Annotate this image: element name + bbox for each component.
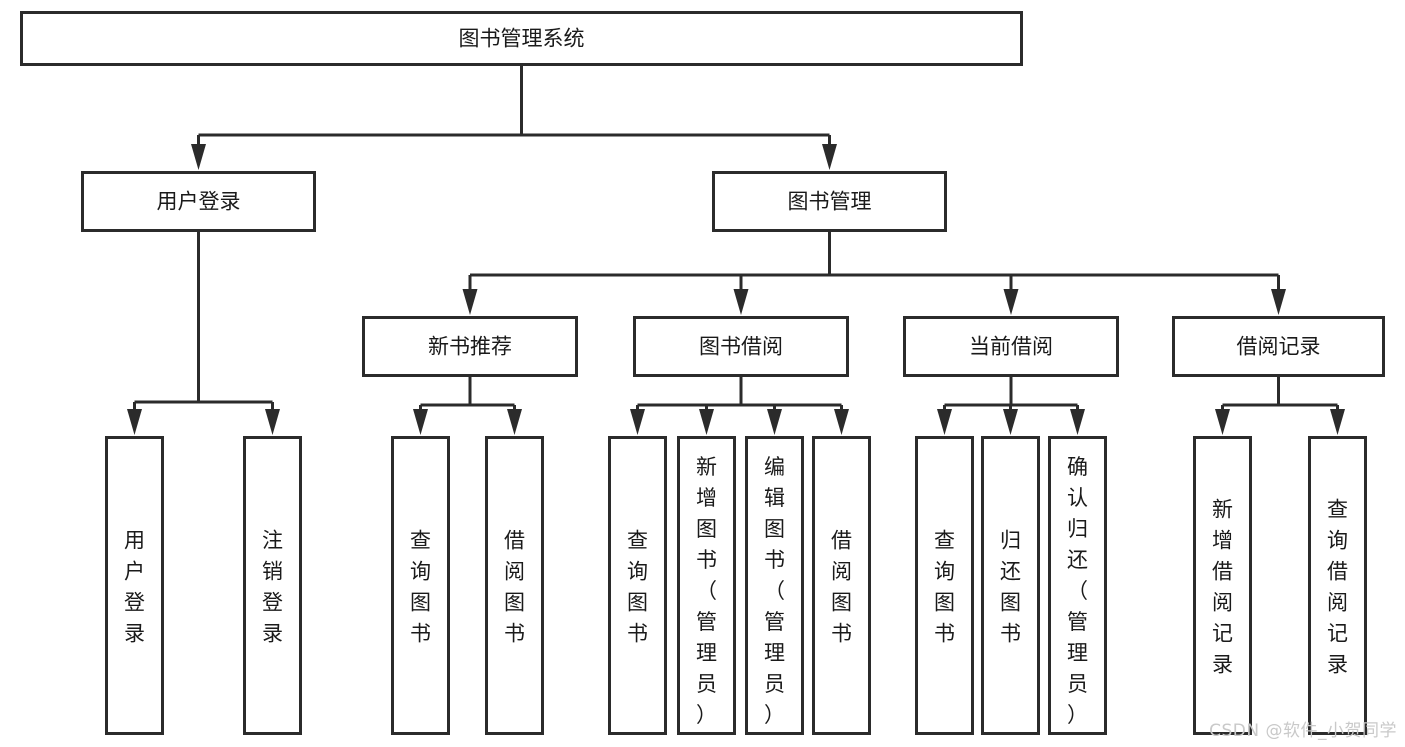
node-label: 归还图书 [1000,529,1021,646]
node-book-manage[interactable]: 图书管理 [712,171,947,232]
node-box [633,316,849,377]
node-label: 借阅图书 [504,529,525,646]
node-root[interactable]: 图书管理系统 [20,11,1023,66]
node-label: 编辑图书（管理员） [764,455,785,727]
edge-arrowhead [462,289,478,315]
edge-arrowhead [822,144,837,170]
node-leaf-query-book-3[interactable]: 查询图书 [915,436,974,735]
node-label: 注销登录 [262,529,283,646]
edge-arrowhead [191,144,206,170]
node-label: 新增图书（管理员） [696,455,717,727]
node-box [243,436,302,735]
node-leaf-return-book[interactable]: 归还图书 [981,436,1040,735]
node-box [981,436,1040,735]
edge-arrowhead [1271,289,1286,315]
node-box [915,436,974,735]
node-box [81,171,316,232]
node-box [20,11,1023,66]
watermark-label: CSDN @软件_小贺同学 [1209,721,1397,741]
node-box [485,436,544,735]
node-label: 图书管理系统 [459,27,585,51]
node-box [812,436,871,735]
edge-arrowhead [699,409,714,435]
node-label: 新增借阅记录 [1212,498,1233,677]
node-leaf-logout[interactable]: 注销登录 [243,436,302,735]
node-user-login[interactable]: 用户登录 [81,171,316,232]
edge-arrowhead [630,409,645,435]
node-label: 用户登录 [124,529,145,646]
node-label: 当前借阅 [969,335,1053,359]
node-label: 查询图书 [627,529,648,646]
node-leaf-borrow-book-1[interactable]: 借阅图书 [485,436,544,735]
node-box [903,316,1119,377]
node-label: 查询图书 [410,529,431,646]
node-leaf-user-login[interactable]: 用户登录 [105,436,164,735]
node-box [362,316,578,377]
edge-arrowhead [1215,409,1230,435]
node-label: 确认归还（管理员） [1067,455,1088,727]
node-label: 借阅图书 [831,529,852,646]
node-label: 图书借阅 [699,335,783,359]
node-leaf-add-record[interactable]: 新增借阅记录 [1193,436,1252,735]
edge-arrowhead [1003,409,1018,435]
node-box [105,436,164,735]
node-leaf-add-book[interactable]: 新增图书（管理员） [677,436,736,735]
edge-arrowhead [937,409,952,435]
node-label: 新书推荐 [428,335,512,359]
edge-arrowhead [1070,409,1085,435]
nodes-layer: 图书管理系统用户登录图书管理新书推荐图书借阅当前借阅借阅记录用户登录注销登录查询… [20,11,1385,735]
node-current-borrow[interactable]: 当前借阅 [903,316,1119,377]
node-leaf-query-record[interactable]: 查询借阅记录 [1308,436,1367,735]
edge-arrowhead [767,409,782,435]
edge-arrowhead [127,409,142,435]
edge-arrowhead [1003,289,1019,315]
node-book-borrow[interactable]: 图书借阅 [633,316,849,377]
edge-arrowhead [413,409,428,435]
node-box [1308,436,1367,735]
node-new-book-recommend[interactable]: 新书推荐 [362,316,578,377]
node-box [391,436,450,735]
node-box [745,436,804,735]
edges-layer [127,66,1345,435]
node-box [608,436,667,735]
node-box [712,171,947,232]
node-label: 图书管理 [788,190,872,214]
node-box [1172,316,1385,377]
edge-arrowhead [507,409,522,435]
node-label: 借阅记录 [1237,335,1321,359]
node-box [1193,436,1252,735]
edge-arrowhead [265,409,280,435]
node-leaf-confirm-return[interactable]: 确认归还（管理员） [1048,436,1107,735]
node-label: 用户登录 [157,190,241,214]
node-leaf-query-book-2[interactable]: 查询图书 [608,436,667,735]
node-box [1048,436,1107,735]
node-box [677,436,736,735]
node-label: 查询借阅记录 [1327,498,1348,677]
node-leaf-edit-book[interactable]: 编辑图书（管理员） [745,436,804,735]
node-leaf-query-book-1[interactable]: 查询图书 [391,436,450,735]
edge-arrowhead [1330,409,1345,435]
node-leaf-borrow-book-2[interactable]: 借阅图书 [812,436,871,735]
edge-arrowhead [834,409,849,435]
node-label: 查询图书 [934,529,955,646]
edge-arrowhead [733,289,749,315]
node-borrow-record[interactable]: 借阅记录 [1172,316,1385,377]
